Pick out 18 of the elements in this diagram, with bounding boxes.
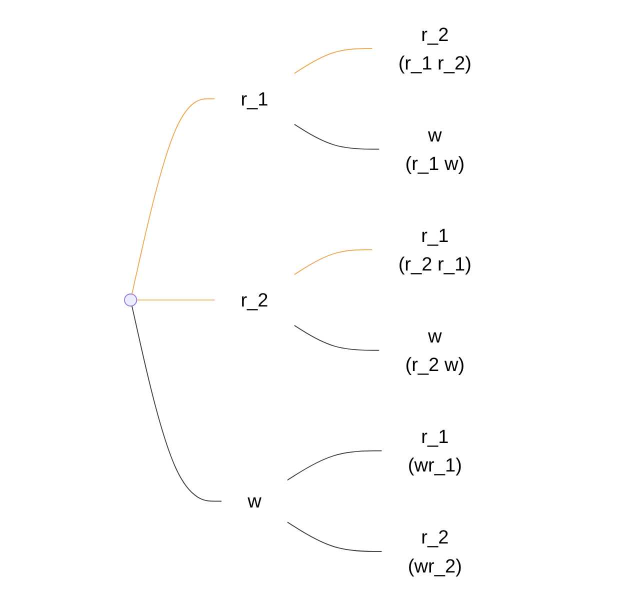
- node-point: [124, 294, 138, 306]
- connector: [286, 522, 382, 552]
- node-text: w (r_2 w): [405, 325, 465, 376]
- connector: [294, 48, 373, 74]
- node-text: r_2 (r_1 r_2): [398, 23, 472, 74]
- connector: [294, 249, 373, 276]
- connector: [131, 98, 216, 294]
- node-text: r_2: [240, 289, 268, 311]
- node-text: r_2 (wr_2): [408, 526, 462, 577]
- connector: [294, 324, 380, 351]
- connector: [294, 124, 380, 150]
- connector: [286, 450, 382, 481]
- node-text: r_1 (r_2 r_1): [398, 224, 472, 275]
- node-text: r_1: [240, 88, 268, 110]
- node-text: w: [248, 490, 262, 512]
- connector: [131, 306, 222, 502]
- node-text: w (r_1 w): [405, 124, 465, 174]
- node-text: r_1 (wr_1): [408, 426, 462, 476]
